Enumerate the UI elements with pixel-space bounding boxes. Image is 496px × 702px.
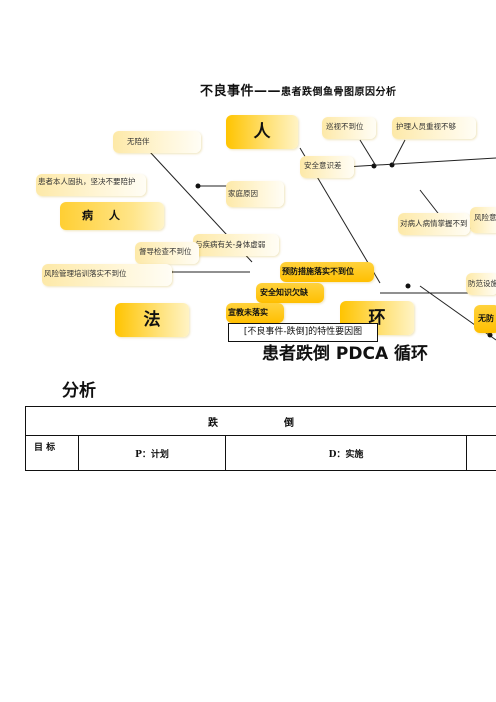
category-patient: 病 人 [60,202,164,230]
category-people: 人 [226,115,298,149]
cause-safety-knowledge-lacking: 安全知识欠缺 [256,283,324,303]
cause-supervision-lacking: 督导检查不到位 [135,242,199,264]
cause-nurse-attention-lacking: 护理人员重视不够 [392,117,476,139]
cause-safety-awareness-poor: 安全意识差 [300,156,354,178]
cause-no-escort: 无陪伴 [113,131,201,153]
do-label: D：实施 [225,435,467,471]
cause-prevention-lacking: 预防措施落实不到位 [280,262,374,282]
cause-no-protection: 无防 [474,305,496,333]
table-title: 跌 倒 [25,406,496,436]
cause-patient-stubborn: 患者本人固执，坚决不要陪护 [36,174,146,196]
diagram-caption: [不良事件-跌倒]的特性要因图 [228,323,378,342]
category-method: 法 [115,303,189,337]
pdca-heading: 患者跌倒 PDCA 循环 [262,344,429,364]
cause-family-reason: 家庭原因 [226,181,284,207]
cause-risk-training-lacking: 风险管理培训落实不到位 [42,264,172,286]
goal-label: 目 标 [25,435,79,471]
cause-patient-condition-unclear: 对病人病情掌握不到 [398,213,470,235]
cause-patrol-lacking: 巡视不到位 [322,117,376,139]
page-title: 不良事件——患者跌倒鱼骨图原因分析 [200,80,397,99]
pdca-table: 跌 倒 目 标 P：计划 D：实施 [25,406,496,471]
cause-fall-prevention-device: 防范设施 [466,273,496,295]
pdca-heading-analysis: 分析 [62,381,96,401]
cause-education-lacking: 宣教未落实 [226,303,284,323]
title-dash: —— [254,84,282,99]
cause-disease-related: 与疾病有关-身体虚弱 [193,234,279,256]
branch-awareness [344,157,496,168]
empty-cell [466,435,496,471]
plan-label: P：计划 [78,435,226,471]
title-main: 不良事件 [200,84,255,99]
cause-risk-awareness: 风险意 [470,207,496,233]
title-subtitle: 患者跌倒鱼骨图原因分析 [281,87,397,98]
